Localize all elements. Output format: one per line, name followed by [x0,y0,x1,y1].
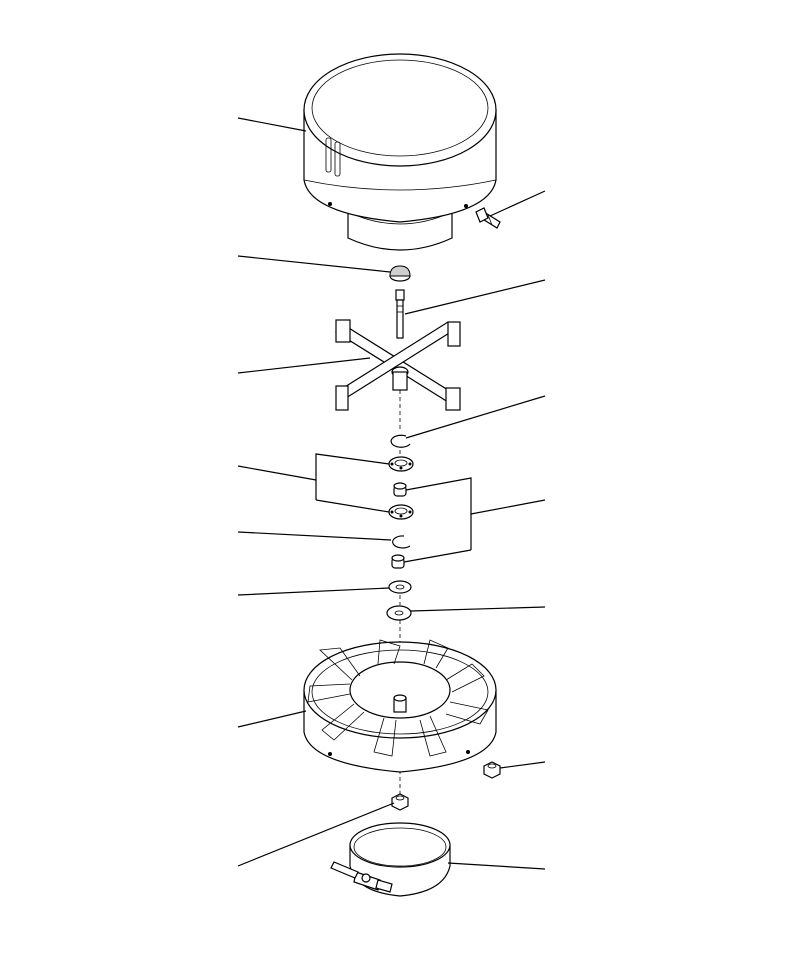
hex-bolt-icon [475,207,501,229]
fan-impeller-icon [303,639,497,773]
hex-nut-icon [391,793,409,811]
spacer-sleeve-icon [393,482,407,497]
leader-nut-bottom [237,802,395,867]
spacer-sleeve-icon [391,554,405,569]
leader-stud [404,279,546,315]
leader-spacer-lower-b [403,549,472,563]
leader-washer-small [237,587,390,596]
snap-ring-icon [390,434,411,448]
dome-plug-icon [389,265,411,282]
ball-bearing-icon [388,504,414,520]
leader-impeller [237,710,307,728]
leader-bearings-group [237,453,390,481]
snap-ring-icon [392,535,411,549]
threaded-stud-icon [395,289,405,339]
band-clamp-icon [330,822,451,897]
leader-cap [237,117,307,132]
leader-nut-side [499,761,546,769]
washer-icon [388,580,412,594]
leader-vane [237,357,371,374]
leader-bolt [489,190,546,217]
precleaner-cap-icon [303,53,497,251]
leader-washer-large [410,606,546,612]
leader-snap-ring-lower [237,531,392,541]
hex-nut-icon [483,761,501,779]
leader-plug [237,255,391,273]
cross-vane-icon [334,319,461,411]
washer-icon [386,605,412,621]
leader-snap-ring-upper [405,395,546,439]
leader-spacers-group [405,477,546,515]
leader-lines [237,117,546,870]
ball-bearing-icon [388,456,414,472]
leader-clamp [447,862,546,870]
leader-bearing-lower-b [315,499,390,513]
